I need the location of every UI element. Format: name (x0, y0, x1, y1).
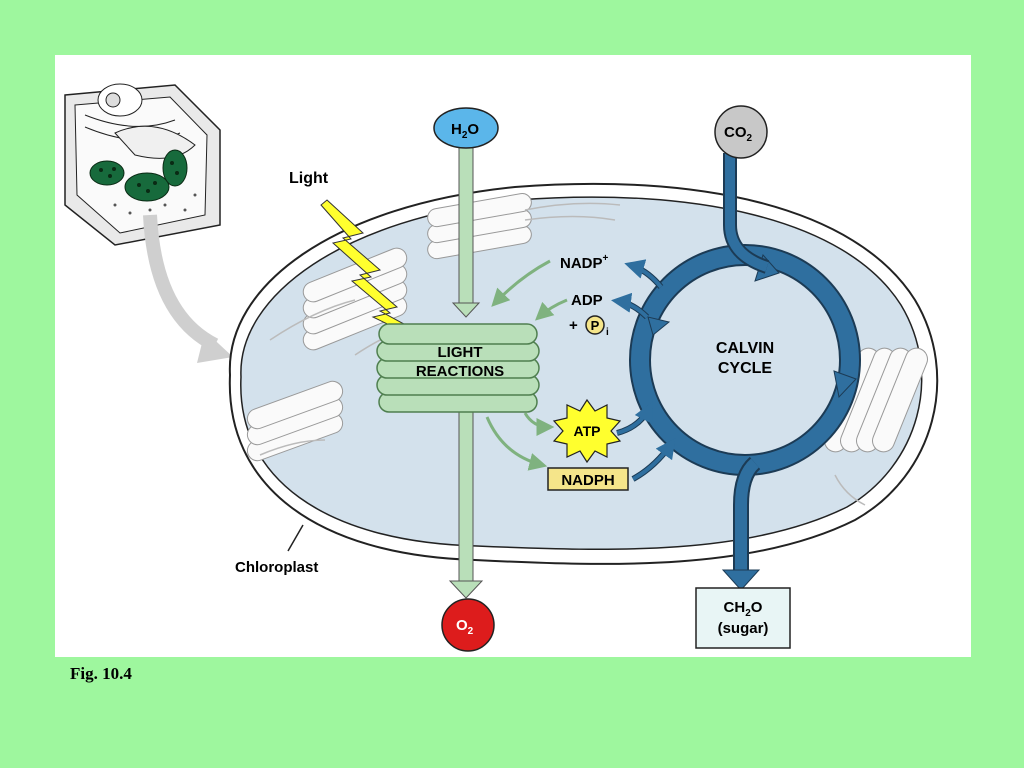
light-reactions-label-line1: LIGHT (438, 344, 483, 361)
water-arrow-shaft (458, 142, 474, 309)
sugar-label-line1: CH2O (724, 599, 763, 619)
pi-plus-label: + (569, 317, 578, 334)
water-arrowhead (451, 302, 481, 318)
light-reactions-stack (376, 323, 540, 413)
stroma-lamellae (259, 202, 866, 506)
atp-starburst-icon (552, 398, 622, 464)
light-reactions-label-line2: REACTIONS (416, 363, 504, 380)
sugar-arrowhead (721, 569, 761, 591)
co2-bubble (714, 105, 768, 159)
atp-label: ATP (574, 423, 601, 439)
co2-arrow (725, 153, 769, 272)
sugar-arrow (735, 458, 760, 575)
chloroplast-label: Chloroplast (235, 559, 318, 576)
nadph-label: NADPH (561, 472, 614, 489)
calvin-cycle-label-line1: CALVIN (716, 340, 774, 357)
sugar-label-line2: (sugar) (718, 620, 769, 637)
sugar-box (695, 587, 791, 649)
photosynthesis-diagram: Light LIGHT REACTIONS H2O O2 CALVIN CYCL… (64, 83, 939, 652)
figure-caption: Fig. 10.4 (70, 664, 132, 683)
calvin-cycle-label-line2: CYCLE (718, 360, 773, 377)
green-flow-arrows (485, 259, 568, 471)
thylakoid-stack-left (246, 380, 344, 462)
light-label: Light (289, 170, 329, 187)
nadph-box (547, 467, 629, 491)
chloroplast-leader-line (287, 524, 304, 552)
nadp-plus-label: NADP+ (560, 253, 609, 272)
oxygen-arrow-shaft (458, 409, 474, 586)
co2-label: CO2 (724, 124, 753, 144)
thylakoid-stack-top (427, 193, 532, 260)
oxygen-bubble (441, 598, 495, 652)
oxygen-label: O2 (456, 617, 474, 637)
pi-letter: P (591, 318, 600, 333)
phosphate-icon (585, 315, 605, 335)
oxygen-arrowhead (448, 580, 484, 599)
zoom-arrowhead (197, 331, 233, 363)
water-bubble (433, 107, 499, 149)
water-label: H2O (451, 121, 479, 141)
pi-subscript: i (606, 327, 609, 338)
blue-flow-arrows (611, 259, 676, 481)
zoom-arrow (143, 214, 219, 352)
plant-cell-illustration (64, 83, 221, 246)
adp-label: ADP (571, 292, 603, 309)
